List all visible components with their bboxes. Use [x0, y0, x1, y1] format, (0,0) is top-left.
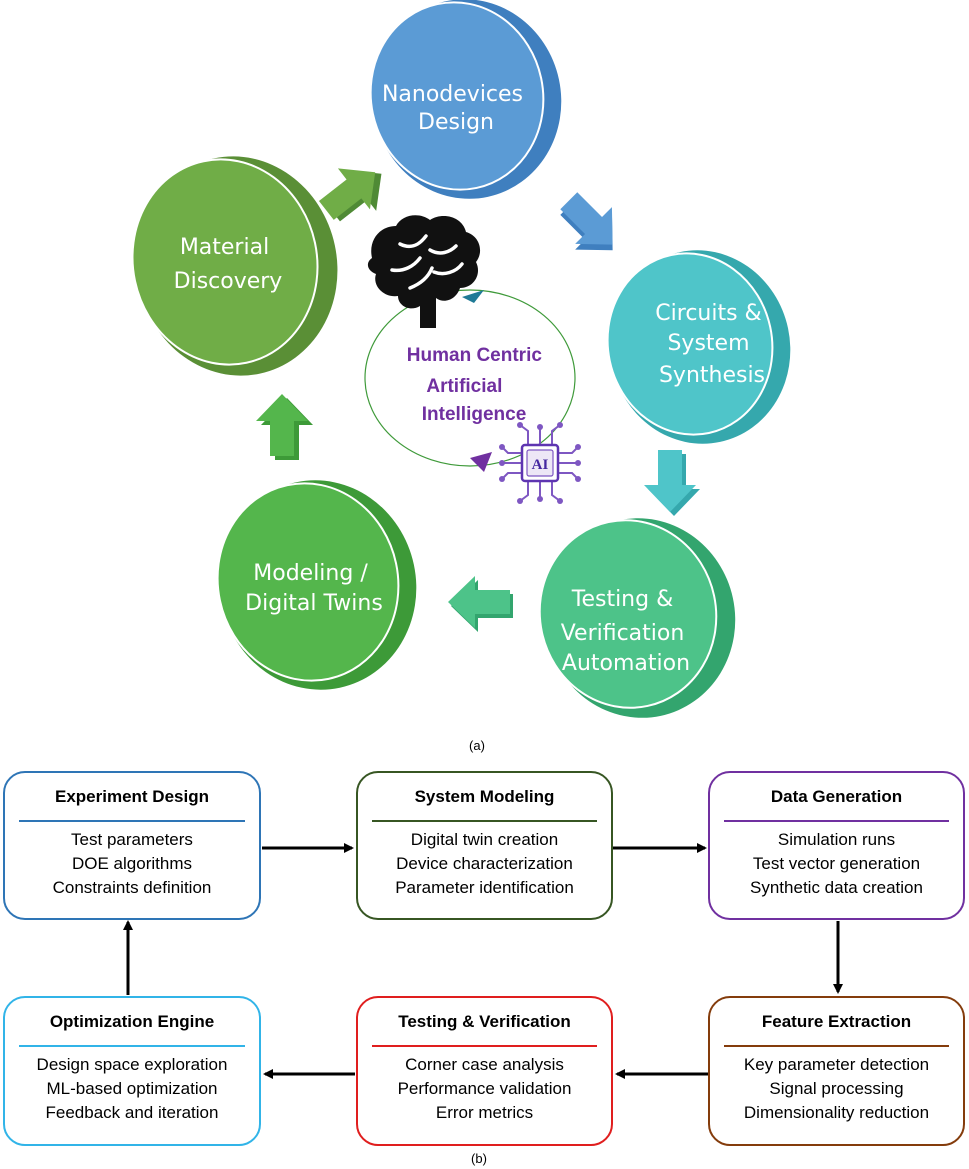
box-experiment-design: Experiment Design Test parameters DOE al…	[3, 771, 261, 920]
block-arrow-circuits-to-testing	[644, 450, 700, 516]
box-item: Test vector generation	[752, 853, 921, 873]
box-title: Data Generation	[770, 787, 903, 806]
box-item: Simulation runs	[777, 829, 896, 849]
box-item: ML-based optimization	[46, 1078, 218, 1098]
box-item: Error metrics	[435, 1102, 534, 1122]
center-label: Human Centric Artificial Intelligence	[407, 345, 547, 425]
stage-label: Modeling / Digital Twins	[245, 561, 383, 616]
box-item: Design space exploration	[36, 1054, 228, 1074]
stage-testing-verification-automation: Testing & Verification Automation	[538, 518, 736, 718]
block-arrow-discovery-to-nanodevices	[318, 168, 382, 222]
box-optimization-engine: Optimization Engine Design space explora…	[3, 996, 261, 1146]
box-item: Dimensionality reduction	[743, 1102, 930, 1122]
box-testing-verification: Testing & Verification Corner case analy…	[356, 996, 613, 1146]
stage-material-discovery: Material Discovery	[131, 156, 338, 376]
svg-text:AI: AI	[532, 457, 549, 473]
box-item: Signal processing	[769, 1078, 904, 1098]
stage-label: Material Discovery	[174, 235, 283, 294]
stage-modeling-digital-twins: Modeling / Digital Twins	[216, 480, 417, 690]
box-divider	[724, 1045, 949, 1047]
block-arrow-testing-to-modeling	[448, 576, 513, 632]
box-title: Testing & Verification	[398, 1012, 571, 1031]
box-divider	[19, 820, 245, 822]
box-item: Performance validation	[397, 1078, 572, 1098]
box-data-generation: Data Generation Simulation runs Test vec…	[708, 771, 965, 920]
ai-chip-icon: AI	[499, 422, 581, 504]
box-item: DOE algorithms	[72, 853, 192, 873]
block-arrow-modeling-to-discovery	[256, 394, 313, 460]
box-title: Experiment Design	[55, 787, 209, 806]
stage-label: Testing & Verification Automation	[561, 587, 692, 676]
box-item: Parameter identification	[395, 877, 574, 897]
stage-label: Circuits & System Synthesis	[655, 301, 768, 388]
box-title: Optimization Engine	[49, 1012, 215, 1031]
box-item: Device characterization	[396, 853, 573, 873]
stage-circuits-system-synthesis: Circuits & System Synthesis	[606, 250, 791, 444]
box-feature-extraction: Feature Extraction Key parameter detecti…	[708, 996, 965, 1146]
box-item: Key parameter detection	[743, 1054, 930, 1074]
ring-arrowhead-top	[462, 290, 484, 303]
box-divider	[372, 1045, 597, 1047]
brain-icon	[367, 215, 481, 328]
stage-label: Nanodevices Design	[382, 82, 530, 135]
box-divider	[19, 1045, 245, 1047]
box-item: Corner case analysis	[405, 1054, 564, 1074]
flow-connectors	[123, 843, 843, 1079]
box-title: Feature Extraction	[761, 1012, 912, 1031]
box-item: Digital twin creation	[410, 829, 559, 849]
caption-a: (a)	[469, 738, 485, 753]
box-item: Test parameters	[71, 829, 193, 849]
stage-nanodevices-design: Nanodevices Design	[369, 0, 562, 199]
ring-arrowhead-bottom	[470, 452, 492, 472]
box-item: Constraints definition	[52, 877, 212, 897]
box-divider	[372, 820, 597, 822]
box-system-modeling: System Modeling Digital twin creation De…	[356, 771, 613, 920]
box-divider	[724, 820, 949, 822]
box-title: System Modeling	[414, 787, 555, 806]
block-arrow-nanodevices-to-circuits	[560, 192, 613, 251]
center-cycle-ring	[364, 289, 576, 472]
box-item: Feedback and iteration	[45, 1102, 219, 1122]
caption-b: (b)	[471, 1151, 487, 1166]
box-item: Synthetic data creation	[750, 877, 923, 897]
